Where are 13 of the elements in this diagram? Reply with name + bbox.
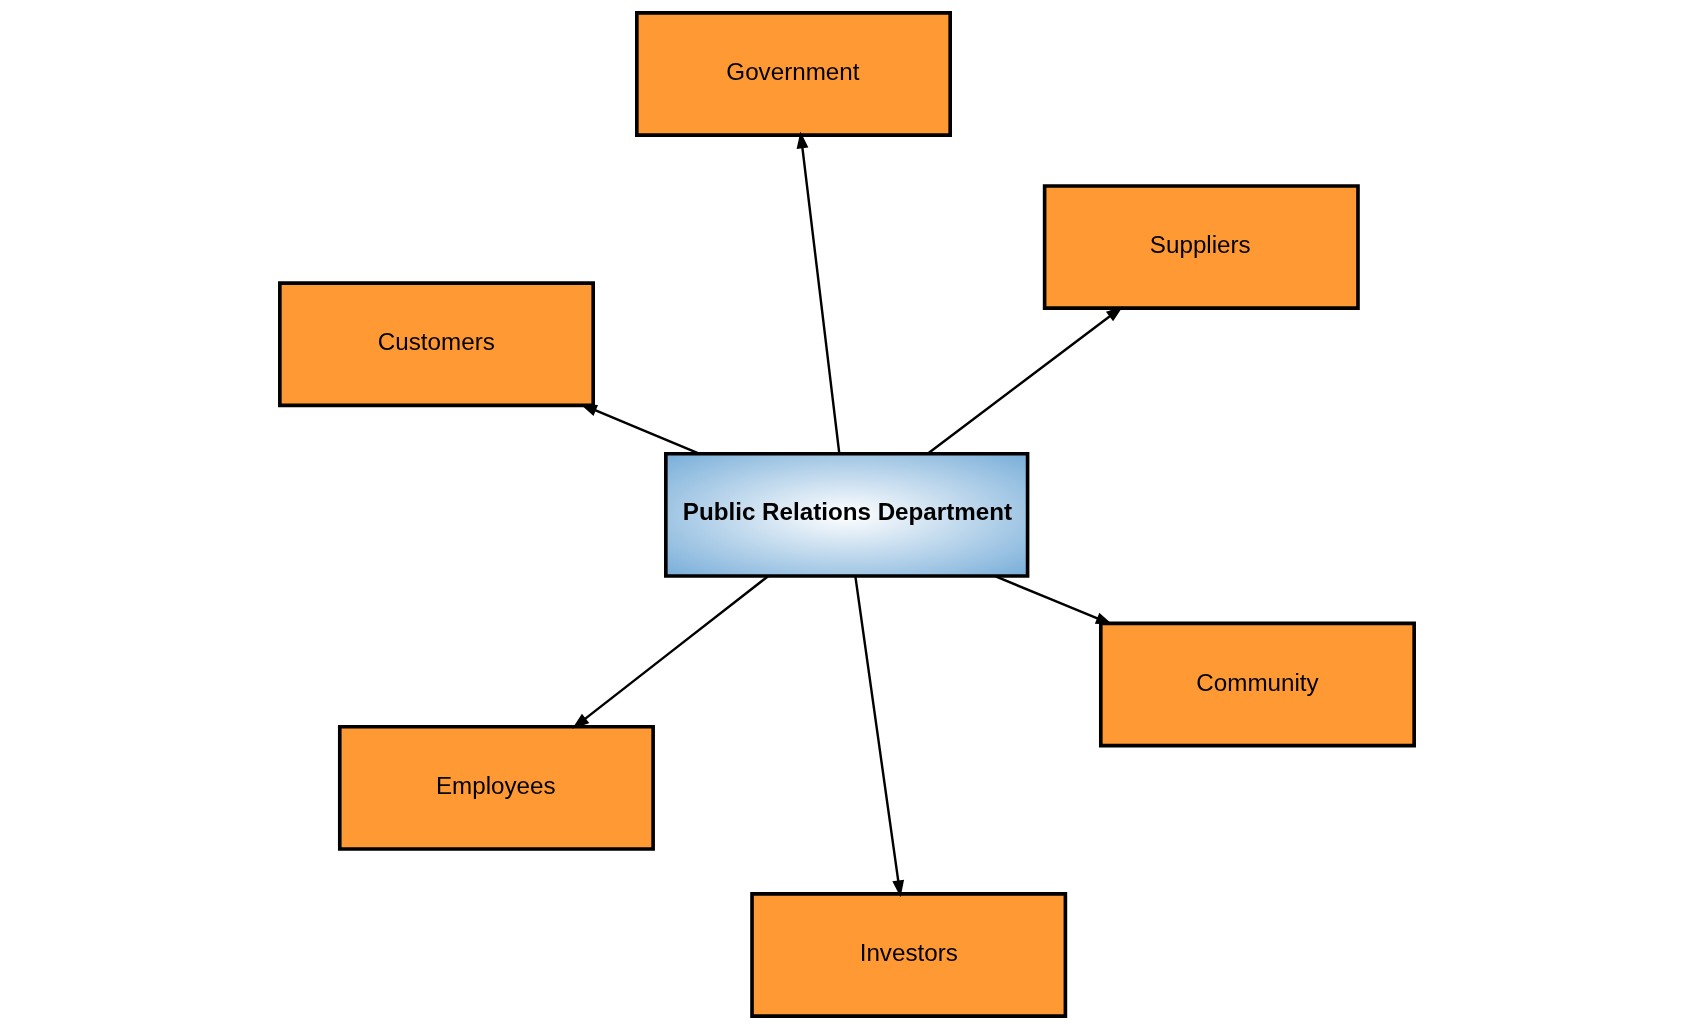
node-box: Suppliers: [1042, 184, 1360, 310]
arrow: [580, 404, 701, 455]
arrow: [926, 306, 1124, 455]
node-box: Public Relations Department: [664, 452, 1030, 578]
node-box: Government: [635, 11, 952, 137]
node-box: Investors: [750, 892, 1068, 1018]
arrow: [994, 575, 1113, 625]
arrow: [796, 131, 841, 454]
node-box: Employees: [337, 724, 655, 851]
arrow: [572, 575, 769, 729]
node-box: Community: [1099, 621, 1416, 748]
arrow: [854, 575, 905, 898]
node-box: Customers: [278, 281, 595, 408]
